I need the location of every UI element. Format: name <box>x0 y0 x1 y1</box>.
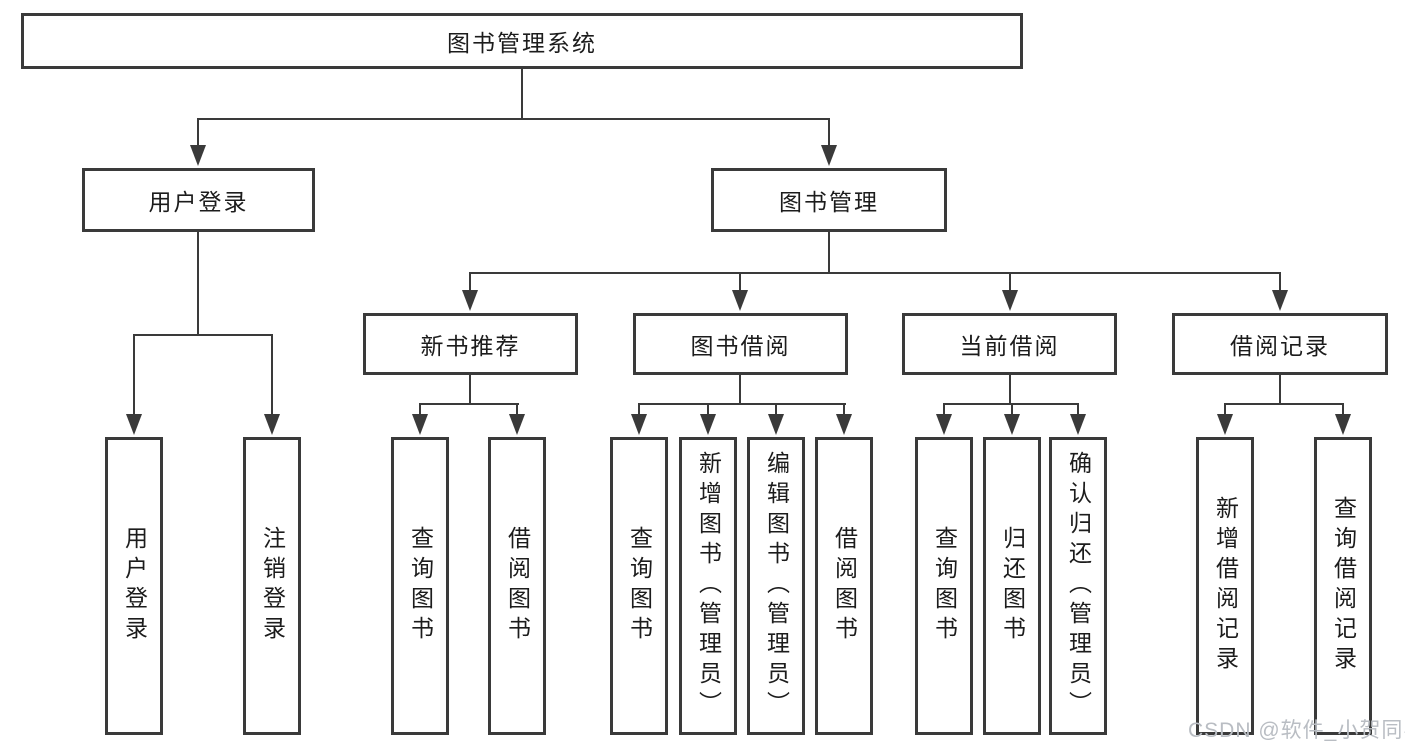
connector-line <box>1279 272 1281 294</box>
connector-line <box>419 403 519 405</box>
leaf-confirm-return-admin: 确认归还（管理员） <box>1049 437 1107 735</box>
node-user-login: 用户登录 <box>82 168 315 232</box>
connector-line <box>1342 403 1344 417</box>
node-label: 查询图书 <box>407 526 434 646</box>
node-label: 注销登录 <box>259 526 286 646</box>
arrowhead-icon <box>1335 414 1351 435</box>
arrowhead-icon <box>631 414 647 435</box>
arrowhead-icon <box>1004 414 1020 435</box>
leaf-query-books-recommend: 查询图书 <box>391 437 449 735</box>
node-label: 用户登录 <box>148 189 249 215</box>
node-label: 查询图书 <box>931 526 958 646</box>
node-label: 新书推荐 <box>420 333 521 359</box>
arrowhead-icon <box>700 414 716 435</box>
node-label: 图书借阅 <box>690 333 791 359</box>
leaf-user-login: 用户登录 <box>105 437 163 735</box>
leaf-return-books: 归还图书 <box>983 437 1041 735</box>
connector-line <box>197 118 199 148</box>
connector-line <box>828 232 830 274</box>
node-label: 编辑图书（管理员） <box>763 451 790 721</box>
connector-line <box>828 118 830 148</box>
node-label: 确认归还（管理员） <box>1065 451 1092 721</box>
node-label: 归还图书 <box>999 526 1026 646</box>
leaf-borrow-books-recommend: 借阅图书 <box>488 437 546 735</box>
connector-line <box>638 403 846 405</box>
node-new-book-recommend: 新书推荐 <box>363 313 578 375</box>
arrowhead-icon <box>836 414 852 435</box>
arrowhead-icon <box>1272 290 1288 311</box>
leaf-edit-books-admin: 编辑图书（管理员） <box>747 437 805 735</box>
connector-line <box>197 232 199 336</box>
connector-line <box>843 403 845 417</box>
node-label: 当前借阅 <box>959 333 1060 359</box>
node-current-borrowing: 当前借阅 <box>902 313 1117 375</box>
arrowhead-icon <box>1217 414 1233 435</box>
node-label: 新增借阅记录 <box>1212 496 1239 676</box>
node-label: 查询图书 <box>626 526 653 646</box>
leaf-query-books-borrow: 查询图书 <box>610 437 668 735</box>
node-label: 借阅图书 <box>504 526 531 646</box>
arrowhead-icon <box>264 414 280 435</box>
node-library-system: 图书管理系统 <box>21 13 1023 69</box>
leaf-query-books-current: 查询图书 <box>915 437 973 735</box>
connector-line <box>943 403 945 417</box>
connector-line <box>271 334 273 418</box>
arrowhead-icon <box>462 290 478 311</box>
connector-line <box>1224 403 1226 417</box>
arrowhead-icon <box>1002 290 1018 311</box>
connector-line <box>521 69 523 119</box>
connector-line <box>419 403 421 417</box>
arrowhead-icon <box>821 145 837 166</box>
connector-line <box>1224 403 1344 405</box>
arrowhead-icon <box>509 414 525 435</box>
arrowhead-icon <box>1070 414 1086 435</box>
connector-line <box>1011 403 1013 417</box>
leaf-add-books-admin: 新增图书（管理员） <box>679 437 737 735</box>
leaf-add-borrow-record: 新增借阅记录 <box>1196 437 1254 735</box>
connector-line <box>707 403 709 417</box>
csdn-watermark: CSDN @软件_小贺同学 <box>1188 719 1405 742</box>
arrowhead-icon <box>126 414 142 435</box>
node-label: 借阅记录 <box>1230 333 1330 359</box>
node-borrowing-records: 借阅记录 <box>1172 313 1388 375</box>
node-label: 查询借阅记录 <box>1330 496 1357 676</box>
arrowhead-icon <box>732 290 748 311</box>
connector-line <box>197 118 830 120</box>
connector-line <box>638 403 640 417</box>
connector-line <box>469 375 471 405</box>
arrowhead-icon <box>936 414 952 435</box>
leaf-query-borrow-record: 查询借阅记录 <box>1314 437 1372 735</box>
connector-line <box>739 272 741 294</box>
leaf-borrow-books: 借阅图书 <box>815 437 873 735</box>
connector-line <box>775 403 777 417</box>
connector-line <box>1009 375 1011 405</box>
node-label: 用户登录 <box>121 526 148 646</box>
node-label: 图书管理系统 <box>447 30 597 56</box>
connector-line <box>133 334 135 418</box>
connector-line <box>469 272 471 294</box>
node-book-borrowing: 图书借阅 <box>633 313 848 375</box>
arrowhead-icon <box>190 145 206 166</box>
connector-line <box>1009 272 1011 294</box>
node-label: 图书管理 <box>779 189 879 215</box>
node-label: 借阅图书 <box>831 526 858 646</box>
connector-line <box>469 272 1281 274</box>
connector-line <box>133 334 273 336</box>
connector-line <box>1279 375 1281 405</box>
arrowhead-icon <box>412 414 428 435</box>
connector-line <box>739 375 741 405</box>
leaf-logout: 注销登录 <box>243 437 301 735</box>
arrowhead-icon <box>768 414 784 435</box>
connector-line <box>1077 403 1079 417</box>
node-book-management: 图书管理 <box>711 168 947 232</box>
connector-line <box>516 403 518 417</box>
node-label: 新增图书（管理员） <box>695 451 722 721</box>
